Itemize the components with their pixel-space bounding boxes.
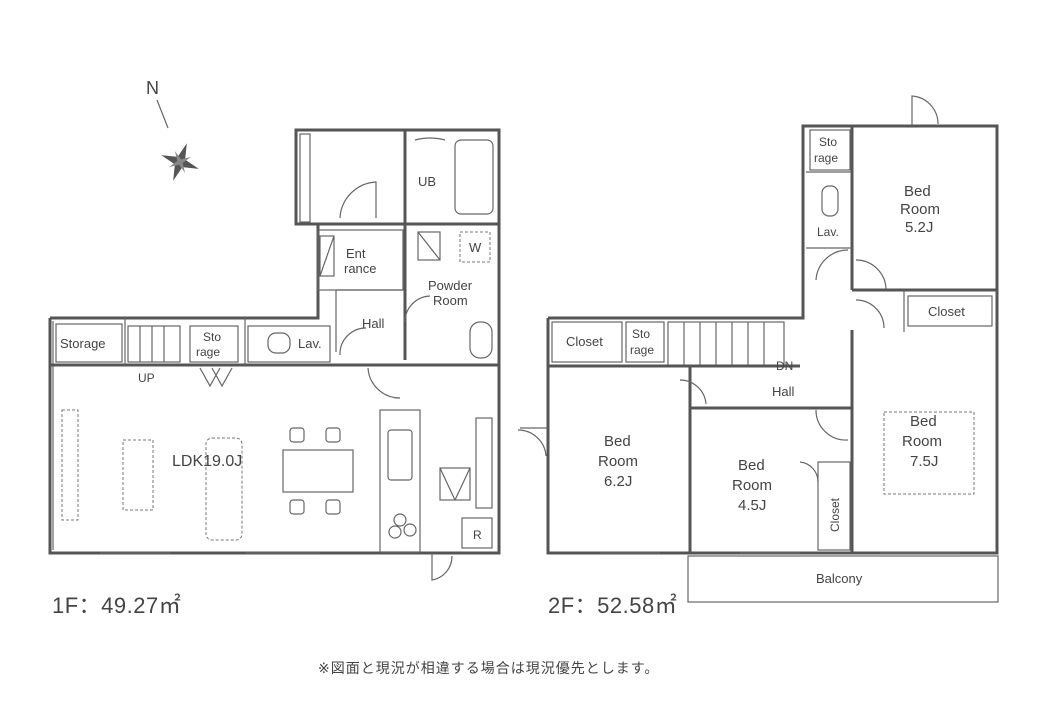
- compass-needle: [156, 99, 169, 129]
- label-bed62-1: Bed: [604, 433, 631, 450]
- label-bed52-3: 5.2J: [905, 219, 933, 236]
- label-ldk: LDK19.0J: [172, 453, 242, 470]
- label-storage2-bottom: rage: [196, 345, 220, 359]
- label-storage-2f-bottom: rage: [814, 151, 838, 165]
- label-lav-1f: Lav.: [298, 336, 322, 351]
- label-bed75-1: Bed: [910, 413, 937, 430]
- label-bed45-2: Room: [732, 477, 772, 494]
- floor2-labels: Sto rage Lav. Bed Room 5.2J Closet Close…: [566, 135, 965, 586]
- label-bed52-2: Room: [900, 201, 940, 218]
- label-dn: DN: [776, 359, 793, 373]
- label-r: R: [473, 528, 482, 542]
- label-closet-top-right: Closet: [928, 304, 965, 319]
- label-storage-2f-top: Sto: [819, 135, 837, 149]
- label-bed45-1: Bed: [738, 457, 765, 474]
- label-storage2-top: Sto: [203, 330, 221, 344]
- floor2-area-label: 2F：52.58㎡: [548, 593, 678, 618]
- label-storage2-2f-top: Sto: [632, 327, 650, 341]
- label-powder-bottom: Room: [433, 293, 468, 308]
- label-hall-1f: Hall: [362, 316, 385, 331]
- floor2-plan: [517, 95, 999, 603]
- floor1-labels: Storage Sto rage Lav. UP Ent rance Hall …: [60, 174, 482, 542]
- label-powder-top: Powder: [428, 278, 473, 293]
- label-ub: UB: [418, 174, 436, 189]
- label-lav-2f: Lav.: [817, 225, 839, 239]
- label-bed45-3: 4.5J: [738, 497, 766, 514]
- label-closet-vertical: Closet: [828, 497, 842, 532]
- floor1-plan: [48, 128, 501, 581]
- label-bed52-1: Bed: [904, 183, 931, 200]
- label-bed62-2: Room: [598, 453, 638, 470]
- label-bed75-2: Room: [902, 433, 942, 450]
- label-w: W: [469, 240, 482, 255]
- label-entrance-bottom: rance: [344, 261, 377, 276]
- floor1-area-label: 1F：49.27㎡: [52, 593, 182, 618]
- compass-star-icon: [161, 143, 199, 181]
- label-storage: Storage: [60, 336, 106, 351]
- label-up: UP: [138, 371, 155, 385]
- north-label: N: [146, 78, 159, 98]
- disclaimer-note: ※図面と現況が相違する場合は現況優先とします。: [318, 661, 660, 677]
- label-bed62-3: 6.2J: [604, 473, 632, 490]
- compass: N: [146, 78, 199, 181]
- label-closet-left: Closet: [566, 334, 603, 349]
- label-hall-2f: Hall: [772, 384, 795, 399]
- label-balcony: Balcony: [816, 571, 863, 586]
- label-storage2-2f-bottom: rage: [630, 343, 654, 357]
- label-bed75-3: 7.5J: [910, 453, 938, 470]
- label-entrance-top: Ent: [346, 246, 366, 261]
